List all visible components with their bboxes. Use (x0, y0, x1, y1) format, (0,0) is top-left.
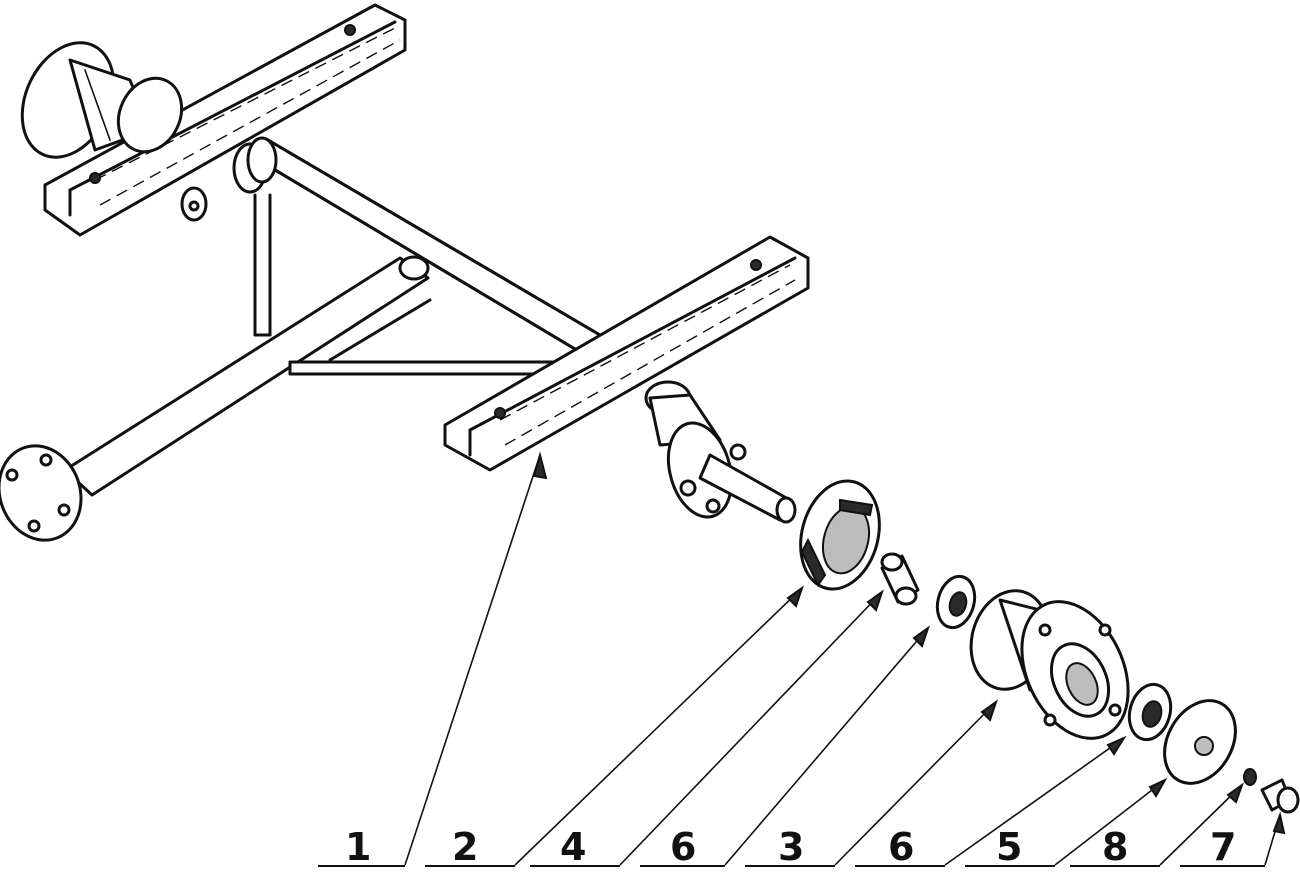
bearing-outer (1127, 682, 1173, 742)
callout-label-4: 6 (670, 825, 696, 869)
hub-cap (1163, 699, 1237, 785)
callout-label-2: 2 (452, 825, 478, 869)
callout-label-3: 4 (560, 825, 586, 869)
spacer-bushing (880, 552, 920, 606)
callout-label-8: 8 (1102, 825, 1128, 869)
bracing (253, 193, 562, 376)
callout-label-1: 1 (345, 825, 371, 869)
wheel-hub (969, 589, 1130, 740)
upper-channel (43, 3, 407, 237)
lower-channel (443, 235, 810, 472)
callout-label-5: 3 (778, 825, 804, 869)
bolt (1260, 778, 1300, 814)
leader-lines (404, 451, 1286, 866)
small-washer (1243, 768, 1257, 786)
callout-label-6: 6 (888, 825, 914, 869)
callout-label-9: 7 (1210, 825, 1236, 869)
callout-label-7: 5 (996, 825, 1022, 869)
bearing-inner (935, 574, 977, 630)
brake-ring (799, 479, 881, 591)
round-flange-left (0, 444, 83, 542)
spindle (644, 380, 797, 524)
tube-collar (232, 136, 278, 194)
callout-labels: 1 2 4 6 3 6 5 8 7 (345, 825, 1236, 869)
side-tube (63, 255, 430, 497)
upper-hub (20, 41, 184, 159)
